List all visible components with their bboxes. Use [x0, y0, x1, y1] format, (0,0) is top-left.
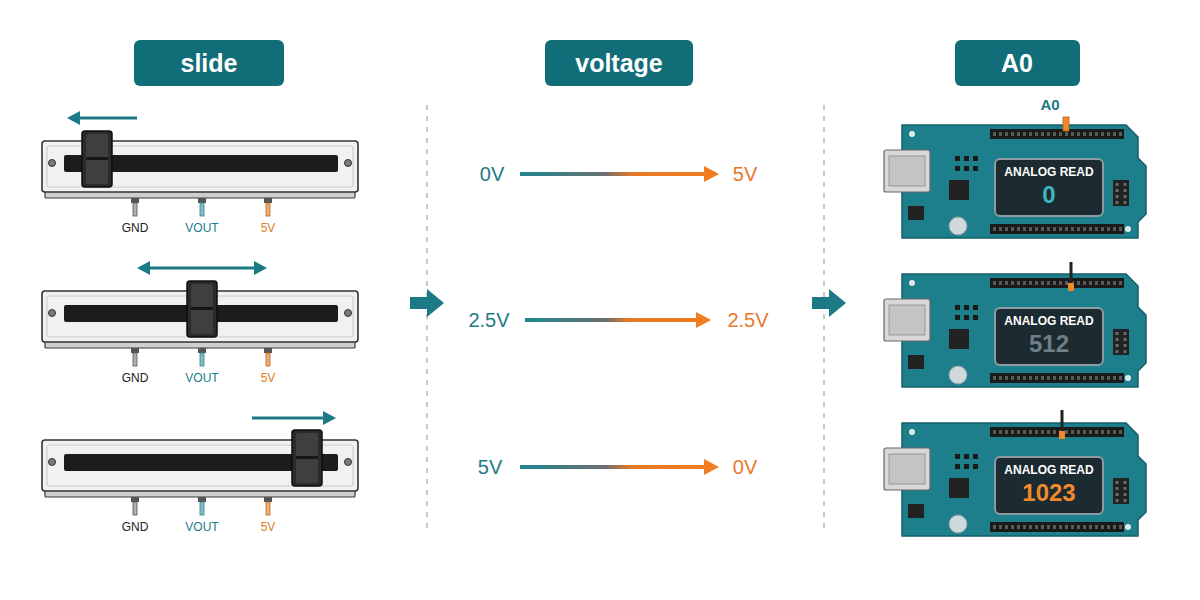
pin-label: 5V [261, 222, 276, 236]
column-separator [426, 105, 428, 530]
reading-value: 0 [1042, 180, 1055, 210]
analog-read-screen: ANALOG READ512 [994, 307, 1104, 366]
a0-pin-wire [1063, 117, 1069, 131]
pin-label: GND [122, 521, 149, 535]
column-separator [823, 105, 825, 530]
pin-label: VOUT [185, 222, 218, 236]
screen-caption: ANALOG READ [1004, 463, 1093, 478]
column-header: voltage [545, 40, 693, 86]
arduino-board [884, 423, 1146, 536]
slider-knob [292, 430, 322, 486]
motion-arrow [252, 411, 336, 425]
arduino-board [884, 125, 1146, 238]
voltage-value: 5V [478, 456, 502, 479]
voltage-value: 2.5V [468, 309, 509, 332]
pin-label: GND [122, 372, 149, 386]
pin-name: A0 [1040, 96, 1059, 113]
voltage-value: 0V [733, 456, 757, 479]
column-header: A0 [955, 40, 1080, 86]
a0-pin-wire [1059, 410, 1065, 439]
slider-knob [82, 131, 112, 187]
reading-value: 1023 [1022, 478, 1075, 508]
voltage-arrow [520, 459, 719, 475]
voltage-arrow [520, 166, 719, 182]
analog-read-screen: ANALOG READ0 [994, 158, 1104, 217]
pin-label: 5V [261, 521, 276, 535]
analog-read-screen: ANALOG READ1023 [994, 456, 1104, 515]
voltage-value: 0V [480, 163, 504, 186]
header-text: slide [181, 48, 238, 78]
pin-label: 5V [261, 372, 276, 386]
flow-arrow [812, 289, 846, 317]
header-text: A0 [1001, 48, 1033, 78]
pin-label: GND [122, 222, 149, 236]
arduino-board [884, 274, 1146, 387]
screen-caption: ANALOG READ [1004, 165, 1093, 180]
voltage-arrow [525, 312, 711, 328]
pin-label: VOUT [185, 521, 218, 535]
flow-arrow [410, 289, 444, 317]
slider-knob [187, 281, 217, 337]
header-text: voltage [575, 48, 663, 78]
screen-caption: ANALOG READ [1004, 314, 1093, 329]
voltage-value: 5V [733, 163, 757, 186]
pin-label: VOUT [185, 372, 218, 386]
reading-value: 512 [1029, 329, 1069, 359]
motion-arrow [67, 111, 137, 125]
column-header: slide [134, 40, 284, 86]
voltage-value: 2.5V [727, 309, 768, 332]
a0-pin-wire [1068, 262, 1074, 291]
motion-arrow [137, 261, 267, 275]
